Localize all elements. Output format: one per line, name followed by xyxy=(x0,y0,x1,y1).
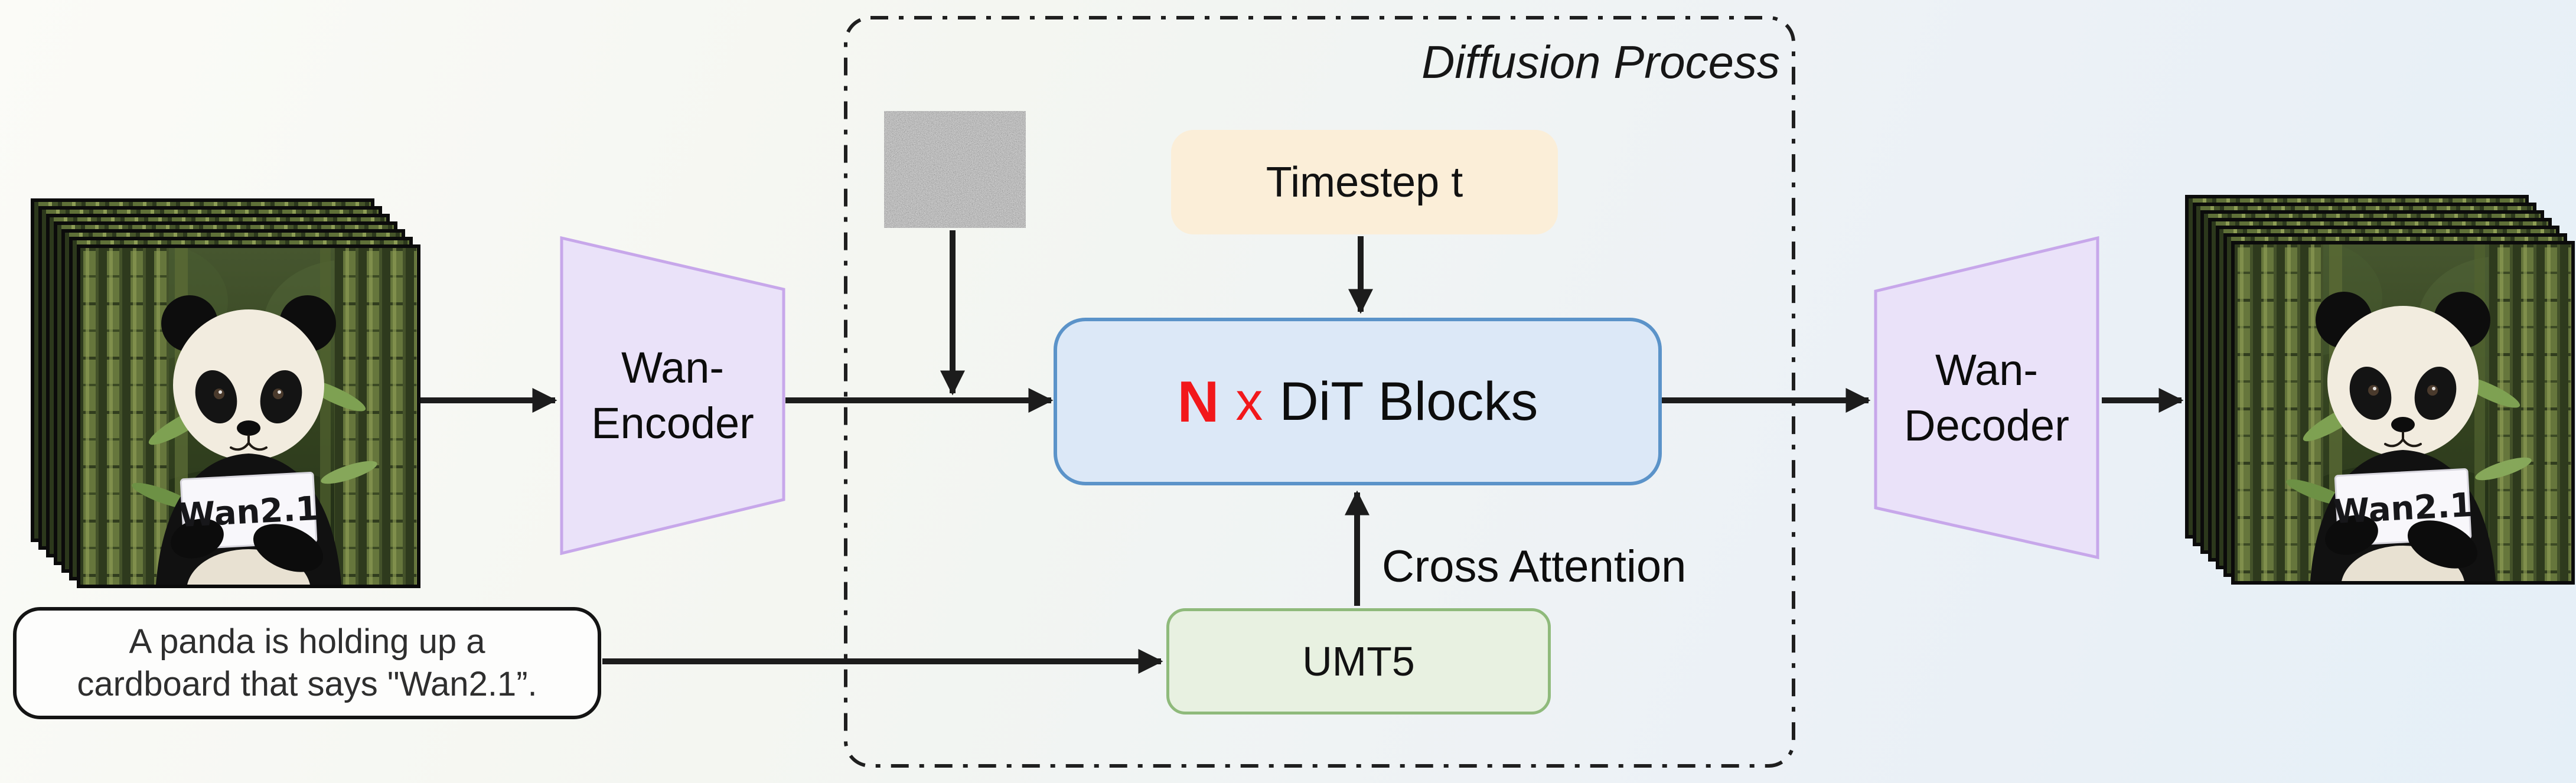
output-video-stack: Wan2.1 xyxy=(2185,195,2576,586)
decoder-label-line1: Wan- xyxy=(1935,345,2039,394)
decoder-trapezoid xyxy=(1874,236,2099,559)
prompt-text-box: A panda is holding up a cardboard that s… xyxy=(13,607,601,719)
dit-n-count: N xyxy=(1177,368,1219,434)
wan-encoder-block: Wan- Encoder xyxy=(560,236,785,555)
umt5-label: UMT5 xyxy=(1302,638,1415,684)
prompt-line-1: A panda is holding up a xyxy=(129,622,485,661)
encoder-trapezoid xyxy=(560,236,785,555)
timestep-box: Timestep t xyxy=(1171,130,1558,234)
video-frame-front: Wan2.1 xyxy=(2231,241,2575,585)
cross-attention-label: Cross Attention xyxy=(1382,541,1687,592)
wan-decoder-block: Wan- Decoder xyxy=(1874,236,2099,559)
diffusion-process-title: Diffusion Process xyxy=(1421,36,1780,88)
panda-image: Wan2.1 xyxy=(2235,244,2571,581)
decoder-label-line2: Decoder xyxy=(1904,400,2069,450)
dit-blocks-label: DiT Blocks xyxy=(1279,371,1538,432)
encoder-label-line1: Wan- xyxy=(621,343,725,392)
cardboard-sign-text: Wan2.1 xyxy=(2332,486,2474,531)
dit-times-symbol: x xyxy=(1235,371,1263,432)
encoder-label-line2: Encoder xyxy=(591,399,754,448)
prompt-line-2: cardboard that says "Wan2.1”. xyxy=(77,665,537,703)
video-frame-front: Wan2.1 xyxy=(77,244,420,588)
cardboard-sign-text: Wan2.1 xyxy=(178,490,319,535)
noise-latent-image xyxy=(884,111,1026,228)
panda-image: Wan2.1 xyxy=(80,248,417,585)
input-video-stack: Wan2.1 xyxy=(31,198,422,589)
dit-blocks-box: N x DiT Blocks xyxy=(1054,318,1662,485)
gaussian-noise-texture xyxy=(884,111,1026,228)
timestep-label: Timestep t xyxy=(1266,158,1463,206)
umt5-box: UMT5 xyxy=(1166,608,1551,715)
